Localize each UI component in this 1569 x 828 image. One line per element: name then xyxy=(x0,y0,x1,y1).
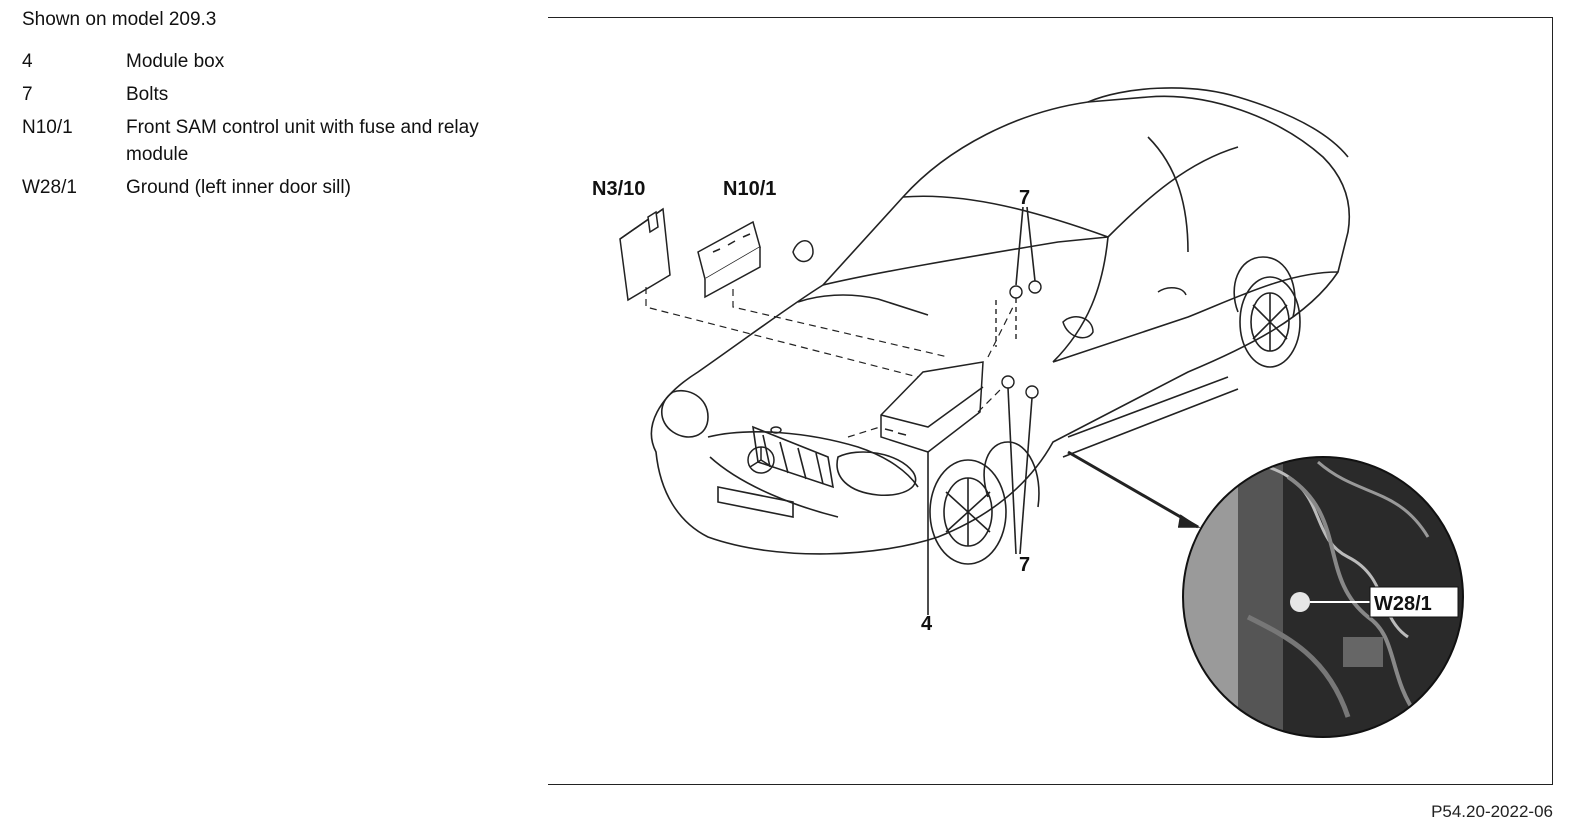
callout-module-box: 4 xyxy=(921,613,933,635)
legend-item: W28/1 Ground (left inner door sill) xyxy=(22,174,492,201)
front-wheel xyxy=(929,459,1007,565)
rear-wheel xyxy=(1239,276,1301,368)
legend-item: N10/1 Front SAM control unit with fuse a… xyxy=(22,114,492,168)
figure-reference-id: P54.20-2022-06 xyxy=(1431,802,1553,821)
details xyxy=(747,240,1187,474)
callout-bolts-top: 7 xyxy=(1019,187,1030,209)
car-body xyxy=(650,87,1351,555)
callout-bolts-bottom: 7 xyxy=(1019,554,1030,576)
legend-code: 4 xyxy=(22,51,33,72)
n10-1-unit xyxy=(697,220,761,299)
legend-item: 7 Bolts xyxy=(22,81,492,108)
legend-description: Module box xyxy=(126,51,225,72)
legend-code: W28/1 xyxy=(22,177,77,198)
legend-item: 4 Module box xyxy=(22,48,492,75)
left-mirror xyxy=(792,240,814,263)
illustration-frame xyxy=(548,17,1553,785)
n3-10-unit xyxy=(619,207,671,302)
wheels xyxy=(929,276,1301,565)
routing-lines xyxy=(645,287,1014,438)
car-illustration: N3/10 N10/1 7 7 4 W28/1 xyxy=(592,87,1464,738)
bolts xyxy=(995,280,1042,399)
legend-code: N10/1 xyxy=(22,117,73,138)
module-box xyxy=(880,361,984,453)
leader-lines xyxy=(927,206,1201,615)
legend-description: Ground (left inner door sill) xyxy=(126,177,351,198)
diagram-caption: Shown on model 209.3 xyxy=(22,9,217,30)
callout-n10-1: N10/1 xyxy=(723,178,776,200)
legend-description: Front SAM control unit with fuse and rel… xyxy=(126,117,479,165)
right-mirror xyxy=(1062,316,1094,339)
legend: 4 Module box 7 Bolts N10/1 Front SAM con… xyxy=(22,48,492,207)
legend-description: Bolts xyxy=(126,84,169,105)
callout-ground: W28/1 xyxy=(1374,593,1432,615)
legend-code: 7 xyxy=(22,84,33,105)
callout-n3-10: N3/10 xyxy=(592,178,645,200)
